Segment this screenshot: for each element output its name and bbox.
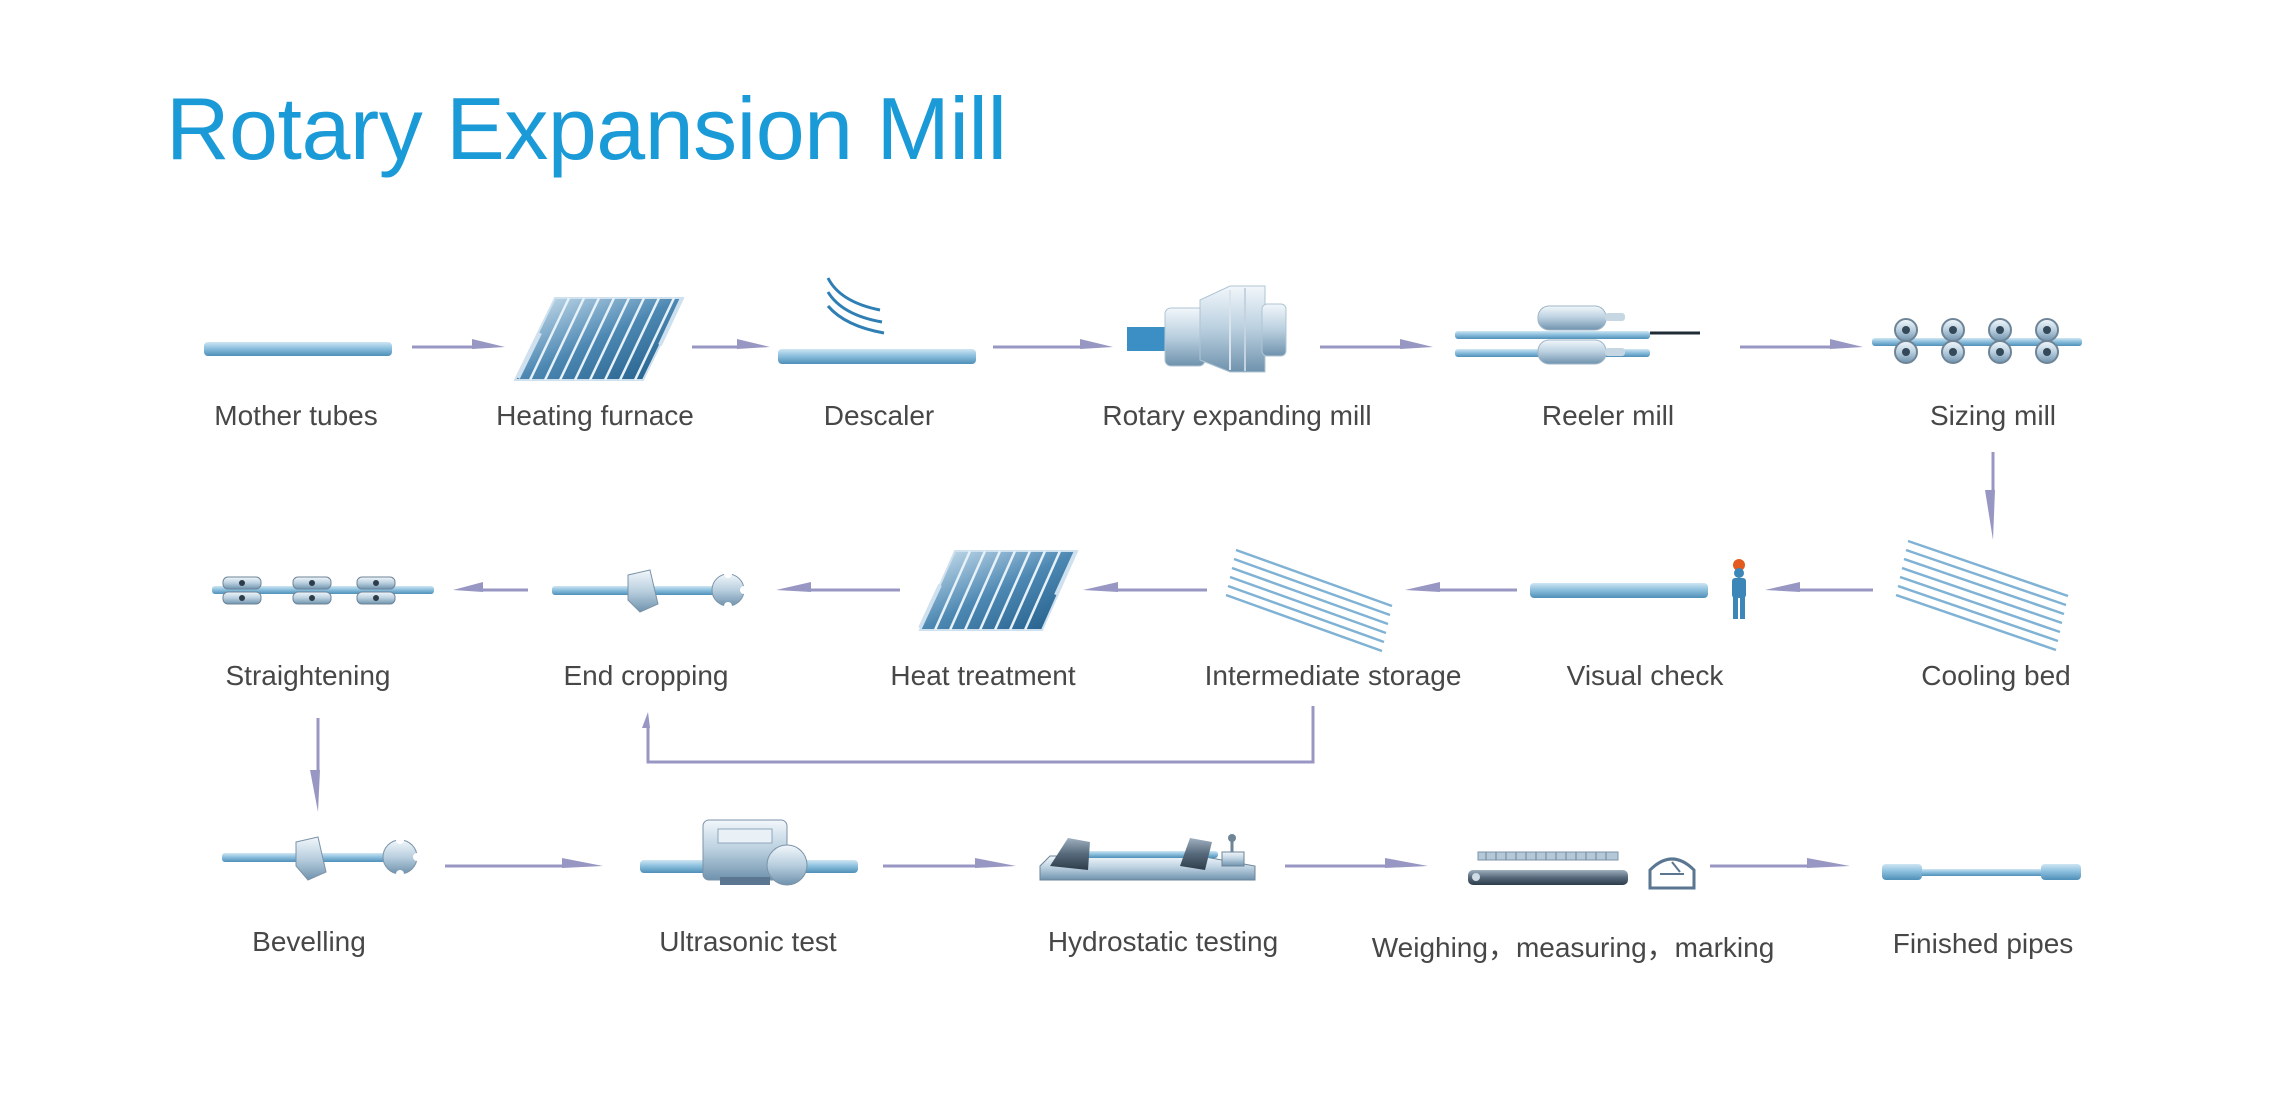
descaler-icon <box>778 277 976 364</box>
label-visual-check: Visual check <box>1566 660 1724 691</box>
straightening-icon <box>212 576 434 605</box>
arrow-intermediate-storage-to-heat-treatment <box>1083 582 1207 592</box>
label-weighing-measuring-marking: Weighing，measuring，marking <box>1371 932 1775 963</box>
finished-pipes-icon <box>1882 864 2081 880</box>
label-ultrasonic-test: Ultrasonic test <box>659 926 837 957</box>
label-finished-pipes: Finished pipes <box>1892 928 2074 959</box>
label-rotary-expanding-mill: Rotary expanding mill <box>1102 400 1372 431</box>
arrow-mother-tubes-to-heating-furnace <box>412 339 505 349</box>
label-descaler: Descaler <box>823 400 935 431</box>
ultrasonic-test-icon <box>640 819 858 886</box>
label-mother-tubes: Mother tubes <box>214 400 378 431</box>
bevelling-icon <box>222 836 421 881</box>
cooling-bed-icon <box>1895 539 2069 652</box>
arrow-storage-bypass-to-end-cropping <box>642 706 1315 764</box>
label-heating-furnace: Heating furnace <box>496 400 694 431</box>
label-heat-treatment: Heat treatment <box>890 660 1076 691</box>
label-reeler-mill: Reeler mill <box>1541 400 1675 431</box>
label-intermediate-storage: Intermediate storage <box>1204 660 1462 691</box>
heat-treatment-icon <box>918 550 1079 631</box>
arrow-visual-check-to-intermediate-storage <box>1405 582 1517 592</box>
arrow-sizing-mill-to-cooling-bed <box>1985 452 1995 540</box>
arrows <box>310 339 1995 868</box>
label-cooling-bed: Cooling bed <box>1921 660 2071 691</box>
label-hydrostatic-testing: Hydrostatic testing <box>1047 926 1279 957</box>
reeler-mill-icon <box>1455 305 1700 365</box>
page-title: Rotary Expansion Mill <box>166 79 1007 178</box>
arrow-rotary-mill-to-reeler-mill <box>1320 339 1433 349</box>
arrow-reeler-mill-to-sizing-mill <box>1740 339 1863 349</box>
rotary-expanding-mill-icon <box>1127 285 1287 373</box>
label-end-cropping: End cropping <box>563 660 729 691</box>
arrow-weighing-to-finished-pipes <box>1710 858 1850 868</box>
arrow-hydrostatic-to-weighing <box>1285 858 1428 868</box>
arrow-ultrasonic-to-hydrostatic <box>883 858 1016 868</box>
arrow-heat-treatment-to-end-cropping <box>776 582 900 592</box>
label-bevelling: Bevelling <box>252 926 366 957</box>
tube-icon <box>204 342 392 356</box>
arrow-bevelling-to-ultrasonic-test <box>445 858 603 868</box>
visual-check-icon <box>1530 559 1746 619</box>
weighing-measuring-marking-icon <box>1468 851 1696 890</box>
arrow-end-cropping-to-straightening <box>453 582 528 592</box>
arrow-descaler-to-rotary-mill <box>993 339 1113 349</box>
arrow-straightening-to-bevelling <box>310 718 320 812</box>
heating-furnace-icon <box>513 297 685 381</box>
intermediate-storage-icon <box>1225 548 1393 653</box>
sizing-mill-icon <box>1872 318 2082 364</box>
arrow-cooling-bed-to-visual-check <box>1765 582 1873 592</box>
label-sizing-mill: Sizing mill <box>1929 400 2057 431</box>
end-cropping-icon <box>552 569 748 613</box>
label-straightening: Straightening <box>225 660 391 691</box>
arrow-heating-furnace-to-descaler <box>692 339 770 349</box>
hydrostatic-testing-icon <box>1039 834 1256 881</box>
